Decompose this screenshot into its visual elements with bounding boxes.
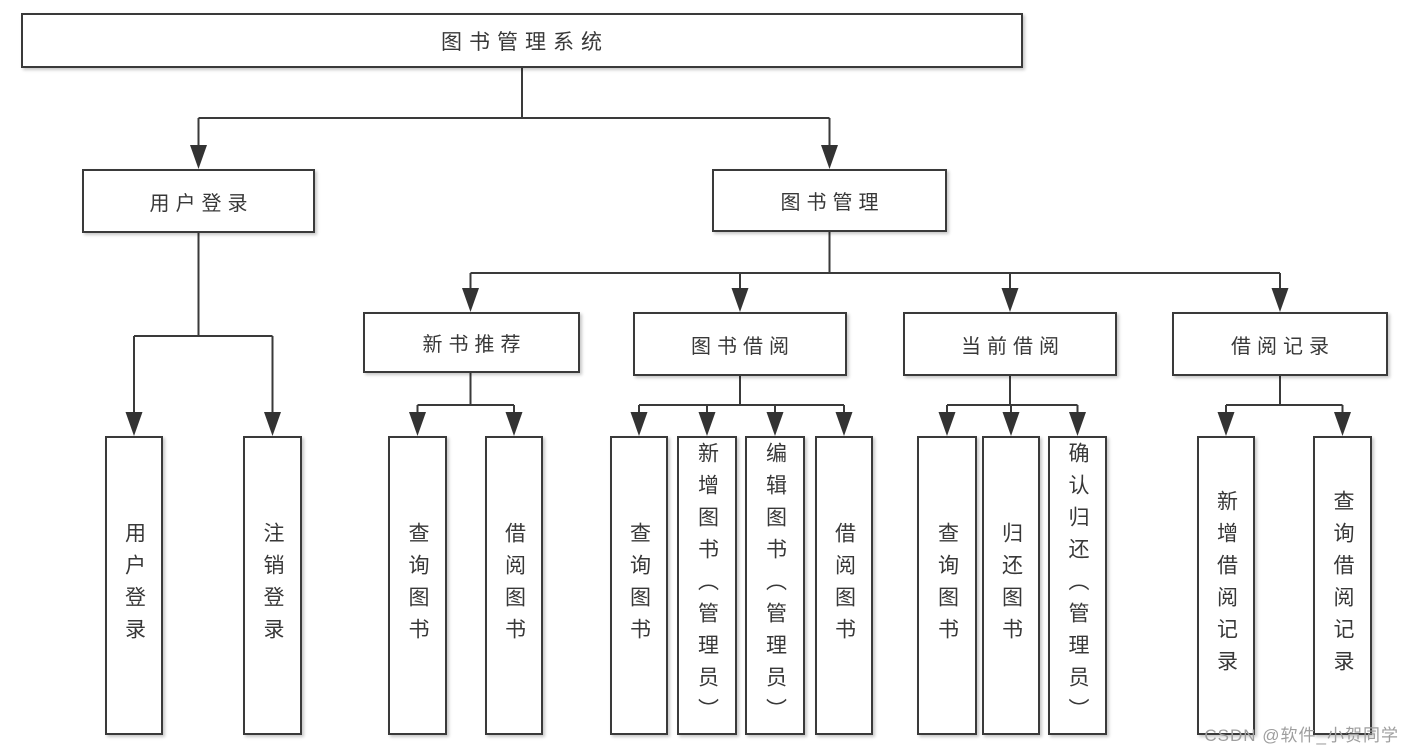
connector-line [416, 373, 515, 415]
connector-line [197, 68, 831, 148]
arrowhead [264, 412, 281, 436]
arrowhead [1334, 412, 1351, 436]
node-root: 图书管理系统 [21, 13, 1023, 68]
arrowhead [1271, 288, 1289, 312]
node-book-mgmt: 图书管理 [712, 169, 947, 232]
arrowhead [1001, 288, 1019, 312]
node-leaf-add-book: 新增图书（管理员） [677, 436, 737, 735]
connector-line [133, 233, 274, 415]
arrowhead [462, 288, 479, 312]
node-leaf-user-login: 用户登录 [105, 436, 163, 735]
node-leaf-return-book: 归还图书 [982, 436, 1040, 735]
connector-line [469, 232, 1281, 291]
node-leaf-borrow-book-1: 借阅图书 [485, 436, 543, 735]
node-leaf-query-book-1: 查询图书 [388, 436, 447, 735]
connector-book-mgmt-children [462, 232, 1289, 312]
node-leaf-logout: 注销登录 [243, 436, 302, 735]
connector-new-book-rec-children [409, 373, 523, 436]
connector-root-to-level2 [190, 68, 838, 169]
connector-book-borrow-children [630, 376, 853, 436]
arrowhead [1069, 412, 1086, 436]
node-new-book-rec: 新书推荐 [363, 312, 580, 373]
arrowhead [938, 412, 956, 436]
arrowhead [731, 288, 749, 312]
arrowhead [505, 412, 523, 436]
arrowhead [409, 412, 426, 436]
node-leaf-borrow-book-2: 借阅图书 [815, 436, 873, 735]
node-user-login: 用户登录 [82, 169, 315, 233]
connector-line [638, 376, 845, 415]
node-leaf-confirm-return: 确认归还（管理员） [1048, 436, 1107, 735]
node-book-borrow: 图书借阅 [633, 312, 847, 376]
csdn-watermark: CSDN @软件_小贺同学 [1204, 726, 1399, 745]
arrowhead [1217, 412, 1235, 436]
arrowhead [190, 145, 207, 169]
connector-user-login-children [125, 233, 281, 436]
connector-line [1225, 376, 1344, 415]
node-leaf-query-book-2: 查询图书 [610, 436, 668, 735]
arrowhead [821, 145, 838, 169]
node-borrow-record: 借阅记录 [1172, 312, 1388, 376]
connector-line [946, 376, 1079, 415]
arrowhead [835, 412, 853, 436]
arrowhead [766, 412, 784, 436]
arrowhead [630, 412, 648, 436]
connector-current-borrow-children [938, 376, 1086, 436]
node-leaf-query-book-3: 查询图书 [917, 436, 977, 735]
node-leaf-query-record: 查询借阅记录 [1313, 436, 1372, 735]
node-leaf-add-record: 新增借阅记录 [1197, 436, 1255, 735]
arrowhead [698, 412, 716, 436]
node-current-borrow: 当前借阅 [903, 312, 1117, 376]
node-leaf-edit-book: 编辑图书（管理员） [745, 436, 805, 735]
connector-borrow-record-children [1217, 376, 1351, 436]
arrowhead [125, 412, 143, 436]
arrowhead [1002, 412, 1020, 436]
